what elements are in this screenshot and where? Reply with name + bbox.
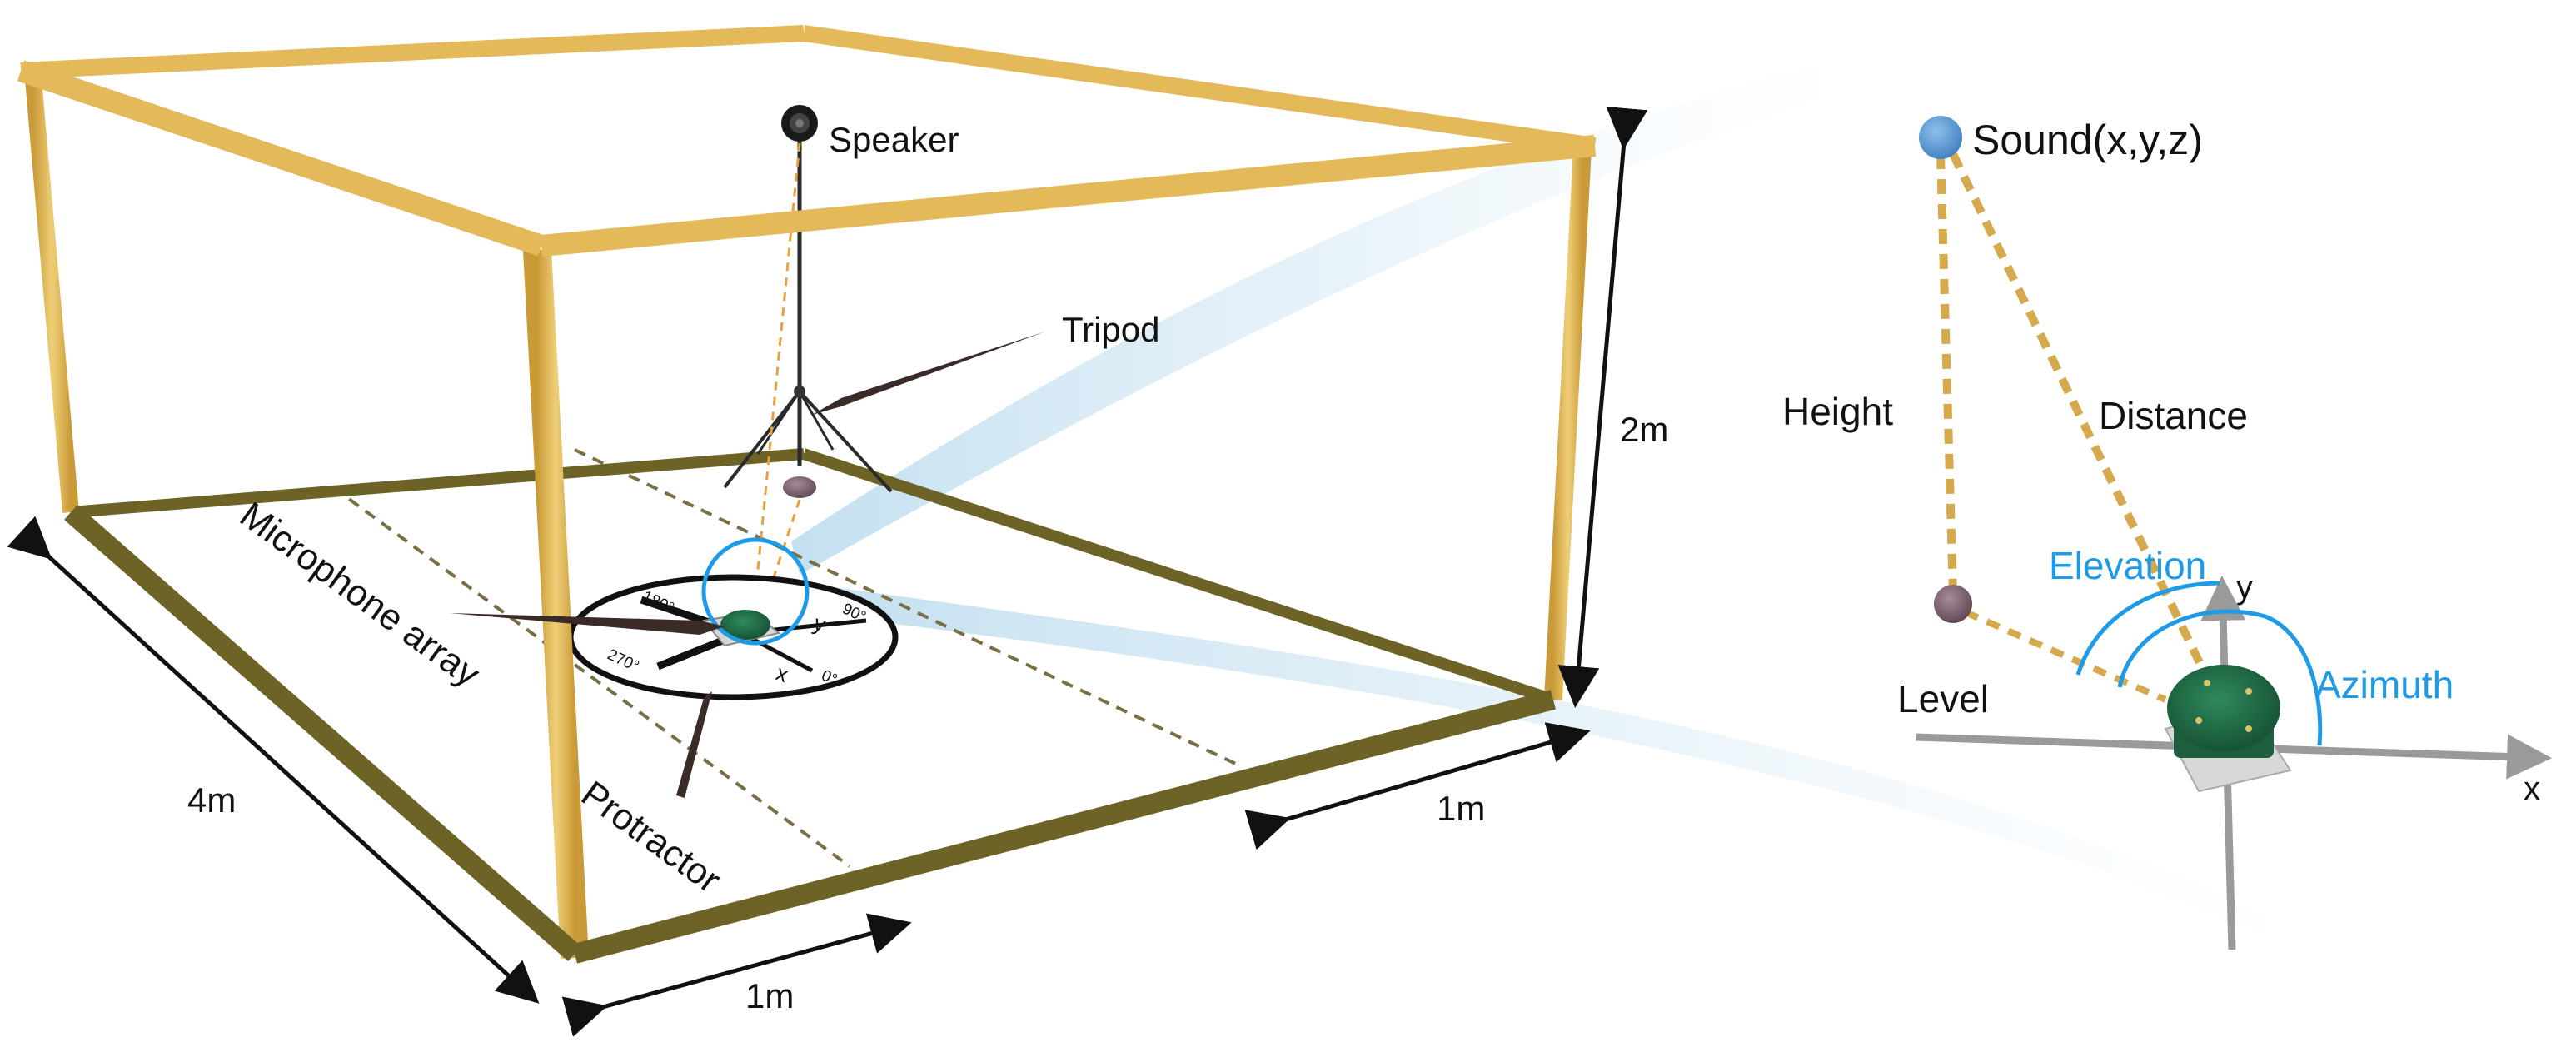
protractor-label: Protractor <box>574 773 728 900</box>
microphone-array-label: Microphone array <box>232 494 487 695</box>
floor-projection-point <box>783 476 816 498</box>
frame-bottom-rail-front <box>571 690 1557 964</box>
dimension-arrow-width-front <box>561 913 912 1037</box>
distance-label: Distance <box>2099 394 2248 437</box>
level-label: Level <box>1897 677 1989 720</box>
dimension-label-depth: 4m <box>187 780 236 820</box>
mic-highlight-circle <box>701 537 810 646</box>
tripod <box>723 133 893 493</box>
frame-bottom-rail-right-back <box>801 448 1556 705</box>
sound-source-point <box>1919 116 1962 159</box>
speaker-label: Speaker <box>829 120 959 159</box>
floor-guide-line-right <box>574 448 1242 768</box>
elevation-arc <box>2075 581 2220 676</box>
frame-post-right <box>1544 147 1592 700</box>
dimension-arrow-depth <box>7 516 540 1004</box>
zoom-beam-lower <box>800 583 2265 933</box>
tripod-label: Tripod <box>1062 310 1160 349</box>
sound-label: Sound(x,y,z) <box>1972 117 2203 163</box>
axis-y-label: y <box>2236 569 2253 606</box>
elevation-label: Elevation <box>2049 544 2206 587</box>
speaker-to-mic-dash-2 <box>760 499 801 613</box>
distance-dashed-line <box>1949 152 2224 706</box>
coordinate-inset: Sound(x,y,z) Height Distance Elevation A… <box>1782 116 2552 950</box>
frame-post-left-back <box>25 78 79 513</box>
speaker-icon <box>781 105 818 142</box>
azimuth-label: Azimuth <box>2315 663 2454 706</box>
frame-top-rail-left <box>17 60 546 257</box>
protractor-pointer-arrow <box>676 691 712 798</box>
tripod-pointer-arrow <box>812 332 1045 415</box>
frame-top-rail-front <box>540 135 1597 257</box>
frame-bottom-rail-back <box>70 448 805 518</box>
dimension-label-height: 2m <box>1620 410 1668 449</box>
frame-top-rail-back <box>20 25 805 79</box>
frame-top-rail-right-back <box>802 25 1597 154</box>
level-dashed-line <box>1964 609 2167 703</box>
dimension-label-width-front: 1m <box>745 976 794 1015</box>
dimension-arrow-height <box>1557 106 1648 708</box>
azimuth-arc <box>2117 609 2323 746</box>
height-dashed-line <box>1936 153 1957 596</box>
frame-post-front <box>523 249 589 959</box>
floor-projection-point-inset <box>1934 585 1972 623</box>
dimension-label-width-right: 1m <box>1437 789 1485 828</box>
microphone-board <box>2164 665 2292 793</box>
dimension-arrow-width-right <box>1244 722 1591 850</box>
axis-x-label: x <box>2524 770 2540 807</box>
height-label: Height <box>1782 390 1893 433</box>
